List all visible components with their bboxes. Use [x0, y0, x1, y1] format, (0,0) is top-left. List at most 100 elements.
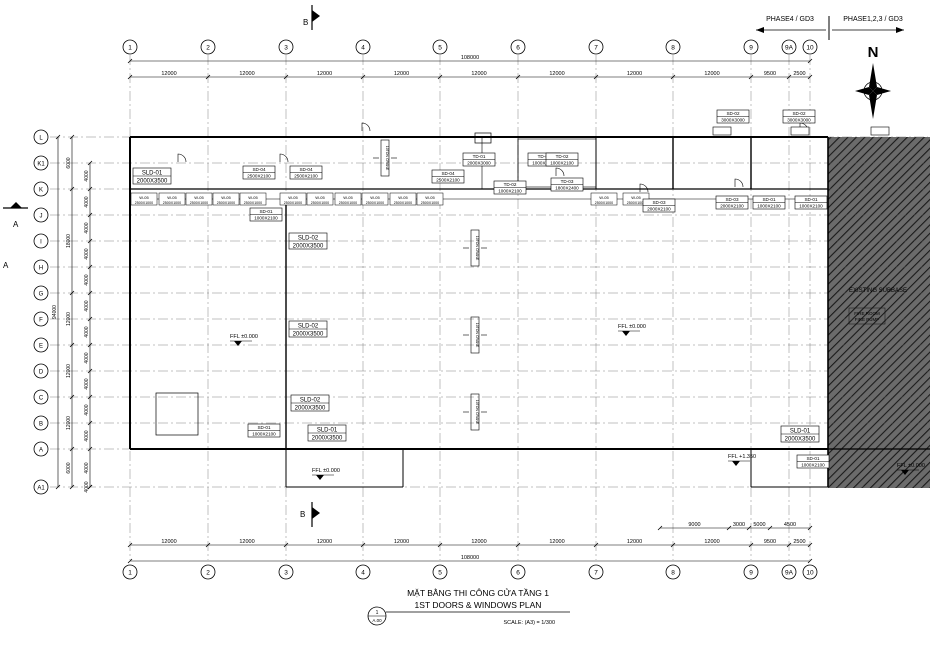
dim-bottom-bays-label-5: 12000 — [549, 539, 564, 545]
grid-bubble-C — [33, 389, 49, 405]
grid-bubble-5-bottom — [432, 564, 448, 580]
dim-top-bays-label-8: 9500 — [764, 71, 776, 77]
dim-left-groups-tick-6 — [69, 484, 75, 490]
grid-bubble-2-top — [200, 39, 216, 55]
dim-bottom-bays-label-8: 9500 — [764, 539, 776, 545]
window-tag-box-3 — [212, 192, 240, 206]
title-vietnamese: MẶT BẰNG THI CÔNG CỬA TẦNG 1 — [407, 587, 549, 598]
grid-bubbles: 1122334455667788999A9A1010LK1KJIHGFEDCBA… — [33, 39, 818, 580]
grid-bubble-label-9A-top: 9A — [785, 45, 794, 52]
roller-door-symbol-0 — [870, 126, 890, 136]
dim-bottom-bays-label-7: 12000 — [704, 539, 719, 545]
window-tag-code-1: W-05 — [167, 195, 177, 200]
title-bubble-sheet: A.00 — [372, 618, 382, 623]
dim-left-inner-tick-10 — [87, 420, 93, 426]
door-tag-code-sd01_d: SD-01 — [257, 425, 270, 430]
grid-bubble-A — [33, 441, 49, 457]
dim-left-groups-label-4: 12000 — [66, 416, 72, 430]
dim-left-inner-tick-4 — [87, 264, 93, 270]
grid-bubble-10-top — [802, 39, 818, 55]
window-tag-size-8: 2500X1000 — [366, 201, 384, 205]
drawing-scale: SCALE: (A3) = 1/300 — [503, 620, 555, 626]
crane-label-3: 10TON CRANE — [475, 400, 479, 425]
dim-bottom-total-tick-0 — [127, 558, 133, 564]
section-mark-left-label: A — [13, 220, 19, 229]
grid-bubble-label-B: B — [39, 422, 43, 428]
dim-bottom-bays-tick-8 — [748, 542, 754, 548]
dim-top-bays-tick-6 — [593, 74, 599, 80]
door-tag-size-sd01_c: 1000X2100 — [799, 203, 823, 208]
level-label-ffl_b: FFL ±0.000 — [618, 324, 646, 330]
window-tag-box-1 — [158, 192, 186, 206]
door-tag-size-td01: 2000X3000 — [467, 160, 491, 165]
door-tag-code-sd04_c: SD-04 — [441, 171, 454, 176]
dim-top-bays-label-9: 2500 — [793, 71, 805, 77]
door-tag-code-sld02_b: SLD-02 — [298, 323, 319, 329]
door-tag-size-sld02_c: 2000X3500 — [295, 405, 326, 411]
title-english: 1ST DOORS & WINDOWS PLAN — [415, 600, 542, 610]
grid-bubble-label-7-top: 7 — [594, 45, 598, 52]
existing-subbase-label: EXISTING SUBBASE — [849, 288, 907, 294]
dim-left-groups-tick-1 — [69, 186, 75, 192]
dim-bottom-total-tick-1 — [807, 558, 813, 564]
door-tag-code-sd01_c: SD-01 — [804, 197, 817, 202]
grid-bubble-label-4-bottom: 4 — [361, 570, 365, 577]
section-mark-left: A — [3, 202, 28, 229]
grid-bubble-label-2-bottom: 2 — [206, 570, 210, 577]
dim-left-inner-tick-1 — [87, 186, 93, 192]
window-tag-box-6 — [306, 192, 334, 206]
dim-left-groups-tick-5 — [69, 446, 75, 452]
dim-left-groups-label-5: 6000 — [66, 462, 72, 473]
dim-top-bays-tick-7 — [670, 74, 676, 80]
grid-bubble-I — [33, 233, 49, 249]
door-tag-size-sd01_e: 1000X2100 — [801, 462, 825, 467]
door-tag-size-sld01_a: 2000X3500 — [137, 178, 168, 184]
window-tag-size-10: 2500X1000 — [421, 201, 439, 205]
dim-left-groups-label-1: 18000 — [66, 234, 72, 248]
door-tag-code-sd01_a: SD-01 — [259, 209, 272, 214]
dim-left-inner-tick-6 — [87, 316, 93, 322]
dim-left-inner-label-10: 4000 — [84, 430, 90, 441]
section-mark-bottom: B — [300, 502, 320, 527]
dim-bottom-sub-tick-3 — [767, 525, 773, 531]
door-tag-code-td01: TD-01 — [473, 154, 486, 159]
north-label: N — [868, 44, 879, 61]
level-label-ffl_a: FFL ±0.000 — [230, 334, 258, 340]
dim-top-total-tick-0 — [127, 58, 133, 64]
grid-bubble-label-5-top: 5 — [438, 45, 442, 52]
window-tag-size-3: 2500X1000 — [217, 201, 235, 205]
dim-left-inner-tick-9 — [87, 394, 93, 400]
dim-bottom-bays-label-9: 2500 — [793, 539, 805, 545]
dim-bottom-bays-label-3: 12000 — [394, 539, 409, 545]
crane-symbol-3 — [470, 393, 480, 431]
level-label-ffl_e: FFL ±0.000 — [897, 463, 925, 469]
dim-left-groups-label-0: 6000 — [66, 157, 72, 168]
dim-bottom-bays-tick-4 — [437, 542, 443, 548]
existing-building-hatch — [828, 137, 930, 488]
walls — [129, 132, 930, 488]
dim-top-bays-label-2: 12000 — [317, 71, 332, 77]
grid-bubble-1-top — [122, 39, 138, 55]
window-tag-box-8 — [361, 192, 389, 206]
grid-bubble-9-bottom — [743, 564, 759, 580]
window-tag-box-10 — [416, 192, 444, 206]
door-tag-code-sd01_b: SD-01 — [762, 197, 775, 202]
crane-symbol-1 — [470, 229, 480, 267]
grid-bubble-9-top — [743, 39, 759, 55]
grid-bubble-label-3-bottom: 3 — [284, 570, 288, 577]
phase-left-arrowhead — [756, 27, 764, 33]
dim-top-bays-tick-1 — [205, 74, 211, 80]
door-tag-size-sd04_c: 2500X2100 — [436, 177, 460, 182]
grid-bubble-label-C: C — [39, 396, 44, 402]
window-tag-code-4: W-05 — [248, 195, 258, 200]
dim-bottom-bays-tick-2 — [283, 542, 289, 548]
door-swing-1 — [279, 153, 289, 163]
door-tag-code-sld01_b: SLD-01 — [317, 427, 338, 433]
dim-left-inner-label-8: 4000 — [84, 378, 90, 389]
dim-bottom-bays-label-1: 12000 — [239, 539, 254, 545]
window-tag-box-2 — [185, 192, 213, 206]
grid-bubble-label-1-top: 1 — [128, 45, 132, 52]
grid-bubble-label-6-bottom: 6 — [516, 570, 520, 577]
door-tag-code-sld01_a: SLD-01 — [142, 170, 163, 176]
dim-top-bays-tick-9 — [786, 74, 792, 80]
